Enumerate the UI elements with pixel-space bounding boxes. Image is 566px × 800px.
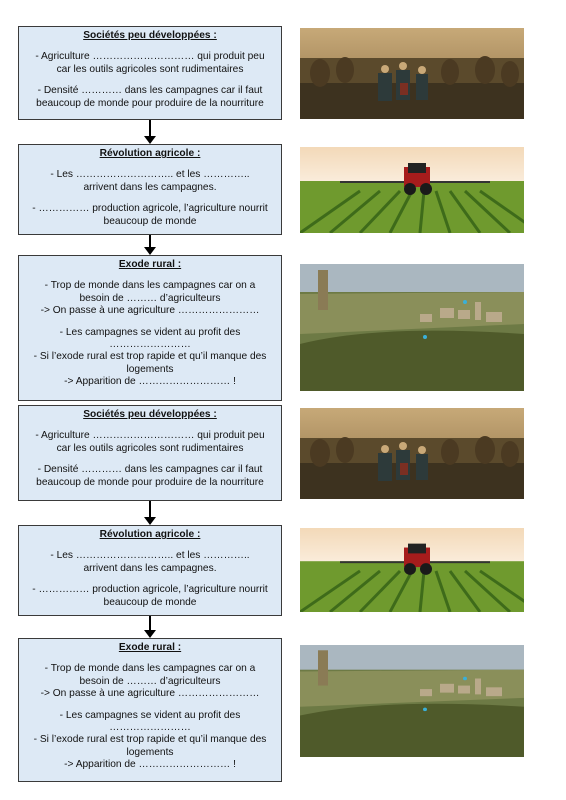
photo-tractor-field <box>300 147 524 233</box>
box-title: Révolution agricole : <box>99 148 201 159</box>
text-line: - Si l’exode rural est trop rapide et qu… <box>33 734 267 746</box>
text-line: besoin de ……… d’agriculteurs <box>79 675 221 687</box>
text-line: - …………… production agricole, l’agricultu… <box>32 203 268 215</box>
box-exode-2: Exode rural : - Trop de monde dans les c… <box>18 638 282 782</box>
down-arrow-icon <box>144 120 156 144</box>
down-arrow-icon <box>144 501 156 525</box>
text-line: - Les campagnes se vident au profit des <box>59 709 241 721</box>
text-line: - Densité ………… dans les campagnes car il… <box>37 464 263 476</box>
text-line: - Les ……………………….. et les ………….. <box>50 550 250 562</box>
text-line: -> Apparition de ……………………… ! <box>64 759 236 771</box>
text-line: - Densité ………… dans les campagnes car il… <box>37 85 263 97</box>
photo-traditional-farmers <box>300 408 524 499</box>
text-line: - Les campagnes se vident au profit des <box>59 326 241 338</box>
text-line: -> On passe à une agriculture …………………… <box>40 305 260 317</box>
text-line: beaucoup de monde <box>103 596 197 608</box>
text-line: car les outils agricoles sont rudimentai… <box>56 442 244 454</box>
text-line: beaucoup de monde pour produire de la no… <box>36 476 264 488</box>
box-title: Révolution agricole : <box>99 529 201 540</box>
down-arrow-icon <box>144 235 156 255</box>
text-line: …………………… <box>109 339 191 351</box>
box-societes-1: Sociétés peu développées : - Agriculture… <box>18 26 282 120</box>
text-line: logements <box>126 746 174 758</box>
text-line: - Si l’exode rural est trop rapide et qu… <box>33 351 267 363</box>
text-line: -> On passe à une agriculture …………………… <box>40 688 260 700</box>
photo-village-hillside <box>300 645 524 757</box>
text-line: - Trop de monde dans les campagnes car o… <box>44 663 256 675</box>
box-title: Sociétés peu développées : <box>83 409 217 420</box>
photo-tractor-field <box>300 528 524 612</box>
text-line: logements <box>126 363 174 375</box>
text-line: car les outils agricoles sont rudimentai… <box>56 63 244 75</box>
photo-village-hillside <box>300 264 524 391</box>
text-line: - Trop de monde dans les campagnes car o… <box>44 280 256 292</box>
text-line: - Les ……………………….. et les ………….. <box>50 169 250 181</box>
text-line: - …………… production agricole, l’agricultu… <box>32 584 268 596</box>
text-line: besoin de ……… d’agriculteurs <box>79 292 221 304</box>
text-line: …………………… <box>109 722 191 734</box>
box-revolution-2: Révolution agricole : - Les ……………………….. … <box>18 525 282 616</box>
box-revolution-1: Révolution agricole : - Les ……………………….. … <box>18 144 282 235</box>
text-line: - Agriculture ………………………… qui produit peu <box>35 51 265 63</box>
down-arrow-icon <box>144 616 156 638</box>
box-title: Exode rural : <box>118 642 182 653</box>
text-line: beaucoup de monde pour produire de la no… <box>36 97 264 109</box>
text-line: arrivent dans les campagnes. <box>83 562 217 574</box>
box-societes-2: Sociétés peu développées : - Agriculture… <box>18 405 282 501</box>
text-line: beaucoup de monde <box>103 215 197 227</box>
text-line: -> Apparition de ……………………… ! <box>64 376 236 388</box>
box-exode-1: Exode rural : - Trop de monde dans les c… <box>18 255 282 401</box>
box-title: Exode rural : <box>118 259 182 270</box>
text-line: arrivent dans les campagnes. <box>83 181 217 193</box>
text-line: - Agriculture ………………………… qui produit peu <box>35 430 265 442</box>
photo-traditional-farmers <box>300 28 524 119</box>
box-title: Sociétés peu développées : <box>83 30 217 41</box>
